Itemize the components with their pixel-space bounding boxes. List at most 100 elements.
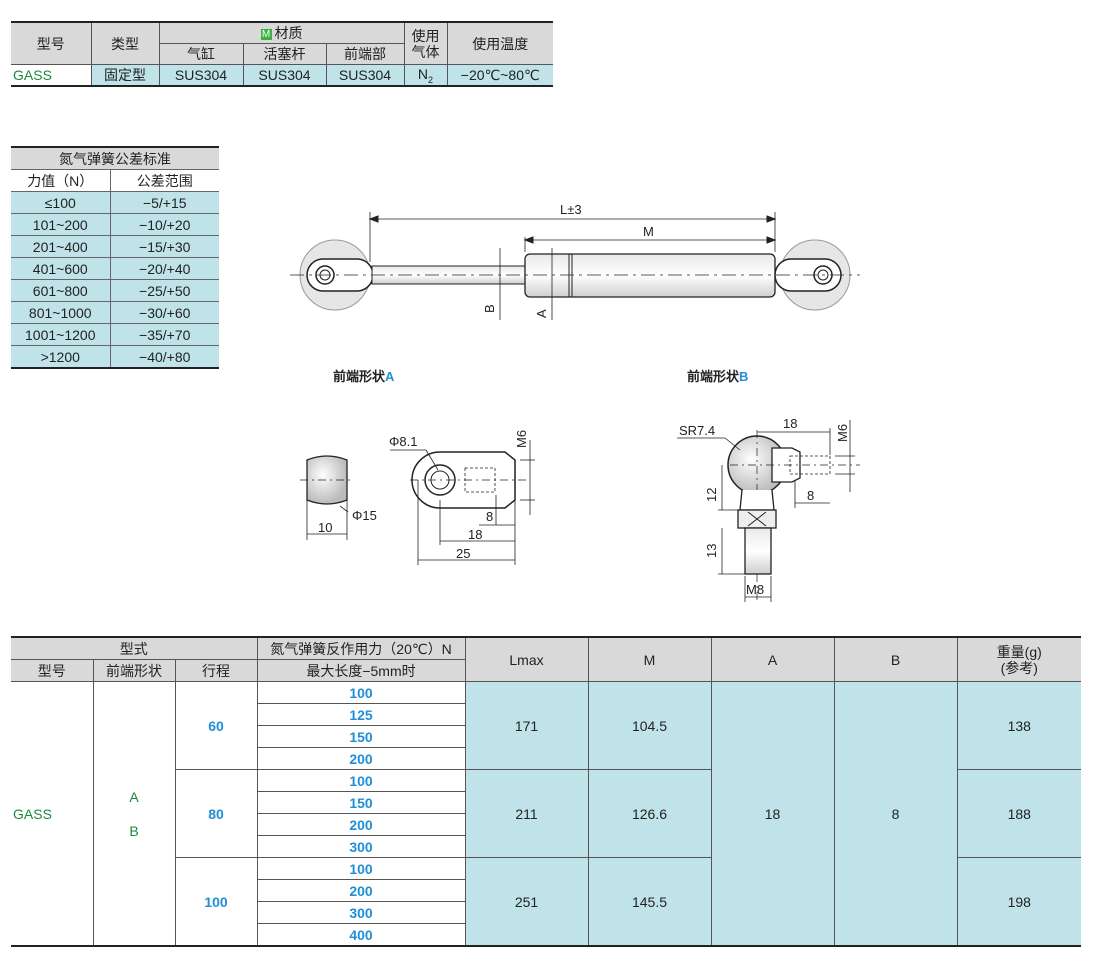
caption-shape-b: 前端形状B bbox=[687, 366, 748, 385]
label-a-m6: M6 bbox=[514, 430, 529, 448]
spec-model: GASS bbox=[11, 681, 94, 947]
spec-force: 300 bbox=[257, 835, 465, 858]
hdr-weight: 重量(g)(参考) bbox=[956, 636, 1081, 682]
spec-force: 200 bbox=[257, 879, 465, 902]
spec-stroke: 100 bbox=[175, 857, 258, 947]
caption-b-letter: B bbox=[739, 369, 749, 384]
tol-range: −35/+70 bbox=[109, 323, 219, 346]
label-b-18: 18 bbox=[783, 416, 797, 431]
label-b-13: 13 bbox=[704, 544, 719, 558]
hdr-material-label: 材质 bbox=[274, 25, 303, 41]
hdr-gas-2: 气体 bbox=[411, 43, 440, 60]
hdr-lmax: Lmax bbox=[464, 636, 589, 682]
label-phi81: Φ8.1 bbox=[389, 434, 417, 449]
hdr-spec-model: 型号 bbox=[11, 659, 94, 682]
tol-force: 201~400 bbox=[11, 235, 111, 258]
spec-m: 145.5 bbox=[587, 857, 712, 947]
row-temp: −20℃~80℃ bbox=[446, 64, 553, 87]
label-b-8: 8 bbox=[807, 488, 814, 503]
row-model: GASS bbox=[11, 64, 92, 87]
hdr-weight-2: (参考) bbox=[1000, 659, 1038, 676]
caption-a-letter: A bbox=[385, 369, 395, 384]
tolerance-col-range: 公差范围 bbox=[109, 169, 219, 192]
row-gas-sub: 2 bbox=[428, 74, 434, 85]
caption-shape-a: 前端形状A bbox=[333, 366, 394, 385]
shape-a-eye bbox=[411, 451, 516, 509]
spec-force: 150 bbox=[257, 791, 465, 814]
spec-force: 200 bbox=[257, 813, 465, 836]
label-a-10: 10 bbox=[318, 520, 332, 535]
spec-force: 100 bbox=[256, 769, 466, 792]
hdr-type-group: 型式 bbox=[11, 636, 258, 660]
label-a-8: 8 bbox=[486, 509, 493, 524]
tol-force: 101~200 bbox=[11, 213, 111, 236]
tol-range: −40/+80 bbox=[109, 345, 219, 369]
hdr-model: 型号 bbox=[11, 21, 92, 65]
row-type: 固定型 bbox=[90, 64, 160, 87]
hdr-m: M bbox=[587, 636, 712, 682]
hdr-temp: 使用温度 bbox=[446, 21, 553, 65]
tolerance-table: 氮气弹簧公差标准 力值（N）公差范围 ≤100−5/+15 101~200−10… bbox=[11, 146, 219, 369]
row-gas-n: N bbox=[417, 65, 429, 82]
hdr-b: B bbox=[833, 636, 958, 682]
tol-force: 801~1000 bbox=[11, 301, 111, 324]
hdr-stroke: 行程 bbox=[174, 659, 258, 682]
spec-m: 126.6 bbox=[587, 769, 712, 858]
spec-b: 8 bbox=[833, 681, 958, 947]
tol-range: −15/+30 bbox=[109, 235, 219, 258]
tol-force: 1001~1200 bbox=[11, 323, 111, 346]
hdr-weight-1: 重量(g) bbox=[996, 643, 1042, 660]
label-a-25: 25 bbox=[456, 546, 470, 561]
hdr-front-shape: 前端形状 bbox=[92, 659, 176, 682]
spec-force: 300 bbox=[257, 901, 465, 924]
label-b-12: 12 bbox=[704, 488, 719, 502]
label-A: A bbox=[534, 309, 549, 318]
caption-a-text: 前端形状 bbox=[333, 369, 386, 384]
label-b-m8: M8 bbox=[746, 582, 764, 597]
label-b-m6: M6 bbox=[835, 424, 850, 442]
label-L: L±3 bbox=[560, 202, 582, 217]
tol-range: −10/+20 bbox=[109, 213, 219, 236]
spec-weight: 188 bbox=[956, 769, 1081, 858]
hdr-a: A bbox=[710, 636, 835, 682]
cylinder bbox=[524, 253, 776, 298]
material-badge: M bbox=[260, 29, 272, 40]
spec-weight: 138 bbox=[956, 681, 1081, 770]
hdr-cylinder: 气缸 bbox=[159, 43, 244, 65]
hdr-type: 类型 bbox=[90, 21, 160, 65]
spec-a: 18 bbox=[710, 681, 835, 947]
hdr-gas: 使用气体 bbox=[403, 21, 448, 65]
spec-weight: 198 bbox=[956, 857, 1081, 947]
tol-force: >1200 bbox=[11, 345, 111, 369]
spec-lmax: 251 bbox=[464, 857, 589, 947]
spec-m: 104.5 bbox=[587, 681, 712, 770]
spec-force: 125 bbox=[257, 703, 465, 726]
spec-shape-a: A bbox=[129, 788, 139, 805]
label-B: B bbox=[482, 304, 497, 313]
spec-force: 100 bbox=[256, 681, 466, 704]
spec-table: 型式 氮气弹簧反作用力（20℃）N Lmax M A B 重量(g)(参考) 型… bbox=[11, 636, 1081, 947]
caption-b-text: 前端形状 bbox=[687, 369, 740, 384]
row-piston-rod: SUS304 bbox=[242, 64, 327, 87]
hdr-front-end: 前端部 bbox=[325, 43, 404, 65]
row-cylinder: SUS304 bbox=[158, 64, 244, 87]
spec-stroke: 60 bbox=[174, 681, 258, 770]
shape-b-thread bbox=[744, 527, 772, 575]
hdr-piston-rod: 活塞杆 bbox=[242, 43, 327, 65]
row-front-end: SUS304 bbox=[325, 64, 405, 87]
hdr-gas-1: 使用 bbox=[411, 27, 440, 44]
tol-force: 401~600 bbox=[11, 257, 111, 280]
tol-range: −30/+60 bbox=[109, 301, 219, 324]
spec-lmax: 171 bbox=[464, 681, 589, 770]
piston-rod bbox=[371, 265, 528, 285]
spec-force: 400 bbox=[257, 923, 465, 947]
spec-shape-b: B bbox=[129, 822, 139, 839]
spec-stroke: 80 bbox=[175, 769, 258, 858]
label-sr74: SR7.4 bbox=[679, 423, 715, 438]
hdr-force-2: 最大长度−5mm时 bbox=[256, 659, 465, 682]
label-phi15: Φ15 bbox=[352, 508, 377, 523]
hdr-force-1: 氮气弹簧反作用力（20℃）N bbox=[256, 636, 466, 660]
spec-lmax: 211 bbox=[464, 769, 589, 858]
